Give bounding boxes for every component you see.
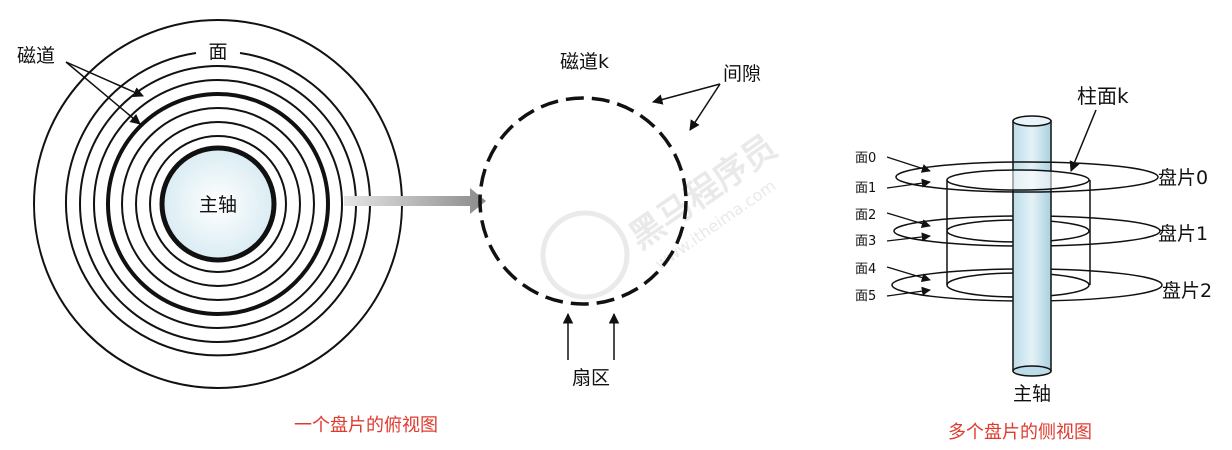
sector-label: 扇区 bbox=[572, 367, 610, 389]
track-pointer-arrow bbox=[65, 61, 144, 97]
track-ring bbox=[149, 135, 287, 273]
gap-pointer-arrow bbox=[689, 83, 721, 131]
surface-label-3: 面3 bbox=[855, 234, 876, 249]
spindle-bottom bbox=[1012, 365, 1052, 377]
spindle-top bbox=[1012, 115, 1052, 127]
cylinder-top bbox=[946, 169, 1090, 191]
track-k-label: 磁道k bbox=[560, 51, 609, 73]
top-view-caption: 一个盘片的俯视图 bbox=[294, 415, 438, 436]
platter-top-view: 主轴 面 磁道 bbox=[17, 19, 403, 389]
track-pointer-arrow bbox=[65, 61, 141, 125]
track-ring-bold bbox=[106, 92, 330, 316]
watermark: 黑马程序员 www.itheima.com bbox=[540, 127, 784, 300]
cylinder-pointer-arrow bbox=[1069, 109, 1097, 172]
platter-label-2: 盘片2 bbox=[1162, 280, 1212, 302]
surface-label-2: 面2 bbox=[855, 208, 876, 223]
zoom-arrow bbox=[344, 188, 486, 214]
platter-label-1: 盘片1 bbox=[1158, 223, 1208, 245]
side-view-caption: 多个盘片的侧视图 bbox=[948, 422, 1092, 443]
gap-pointer-arrow bbox=[651, 83, 721, 105]
surface-pointer-arrow bbox=[886, 232, 931, 242]
track-detail: 磁道k 间隙 扇区 bbox=[478, 51, 761, 389]
surface-label-1: 面1 bbox=[855, 181, 876, 196]
track-k-dashed-circle bbox=[478, 96, 688, 306]
surface-pointer-arrow bbox=[886, 212, 931, 228]
surface-label-5: 面5 bbox=[855, 289, 876, 304]
side-spindle-label: 主轴 bbox=[1013, 383, 1051, 405]
surface-pointer-arrow bbox=[886, 286, 931, 297]
gap-label: 间隙 bbox=[723, 63, 761, 85]
cylinder-label: 柱面k bbox=[1077, 84, 1129, 108]
platter-label-0: 盘片0 bbox=[1158, 167, 1208, 189]
platter-0 bbox=[895, 161, 1159, 193]
surface-pointer-arrow bbox=[886, 156, 931, 173]
spindle-shaft bbox=[1012, 120, 1052, 372]
surface-pointer-arrow bbox=[886, 266, 931, 282]
surface-pointer-arrow bbox=[886, 178, 931, 189]
surface-label-4: 面4 bbox=[855, 262, 876, 277]
spindle-label: 主轴 bbox=[199, 194, 237, 216]
track-ring bbox=[135, 121, 301, 287]
surface-label: 面 bbox=[208, 41, 227, 63]
track-label: 磁道 bbox=[17, 45, 55, 67]
track-ring bbox=[93, 79, 343, 329]
track-ring bbox=[65, 52, 371, 357]
surface-label-0: 面0 bbox=[855, 151, 876, 166]
spindle-circle bbox=[159, 145, 277, 263]
platters-side-view: 柱面k 盘片0 盘片1 盘片2 面0 面1 面2 面3 面4 面5 主轴 bbox=[855, 84, 1212, 405]
track-ring bbox=[121, 107, 315, 301]
